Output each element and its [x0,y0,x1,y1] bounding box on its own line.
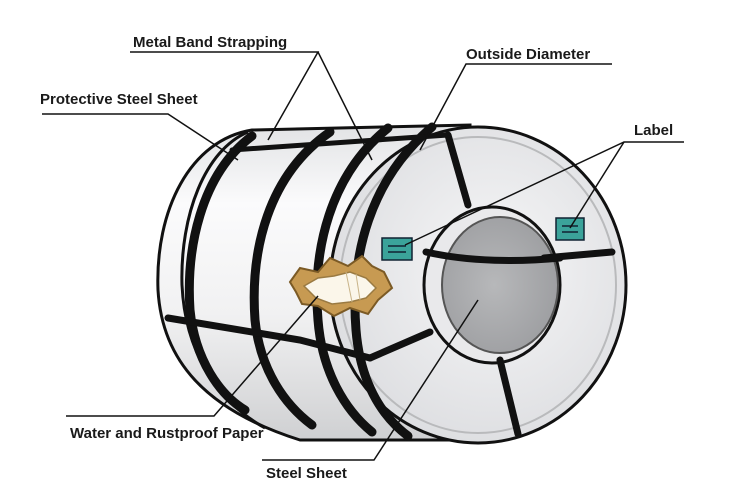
leader-protective-steel-sheet [42,113,239,161]
label-outside-diameter: Outside Diameter [466,46,590,63]
callout-text: Metal Band Strapping Outside Diameter Pr… [40,34,673,482]
label-label: Label [634,122,673,139]
label-steel-sheet: Steel Sheet [266,465,347,482]
coil-end-face [328,125,628,445]
band-strap-longitudinal [164,314,374,362]
band-strap-eye-left-face [366,328,434,362]
label-metal-band-strapping: Metal Band Strapping [133,34,287,51]
metal-band-straps [164,122,616,441]
band-strap-2 [249,127,335,430]
rustproof-paper-window [288,254,394,318]
coil-label-tag-1 [381,237,413,261]
band-strap-eye-bottom-face [496,356,522,438]
leader-outside-diameter [419,63,612,151]
leader-metal-band-strapping-2 [317,51,373,161]
label-water-rustproof-paper: Water and Rustproof Paper [70,425,264,442]
band-strap-eye-top-face [444,131,472,209]
leader-label-2 [569,141,625,229]
band-strap-3 [312,123,393,437]
leader-steel-sheet [262,299,479,461]
band-strap-eye-inside [422,248,564,264]
coil-label-tag-2 [555,217,585,241]
band-strap-1 [184,131,257,415]
band-strap-4 [350,122,437,441]
leader-water-rustproof-paper [66,295,319,417]
label-protective-steel-sheet: Protective Steel Sheet [40,91,198,108]
coil-labels [381,217,585,261]
leader-lines [42,51,684,461]
coil-bore [441,216,559,354]
band-strap-longitudinal-top [229,132,451,153]
